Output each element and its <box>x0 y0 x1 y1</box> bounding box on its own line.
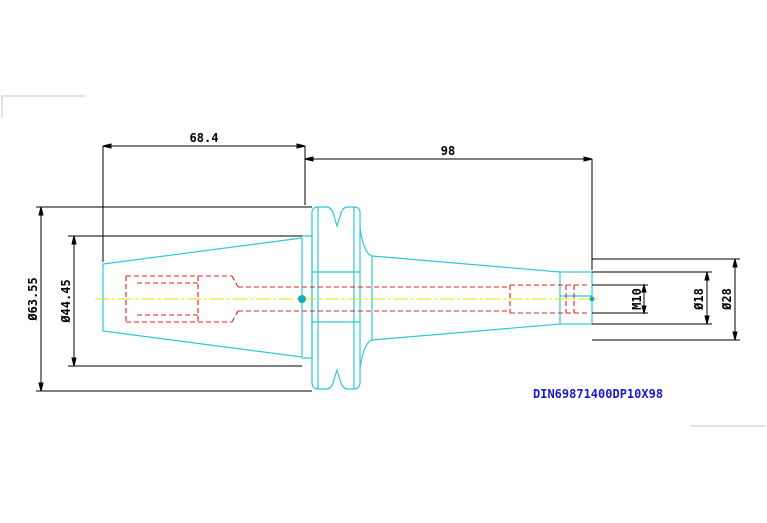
dim-taper-diameter: Ø44.45 <box>59 279 73 323</box>
dim-gauge-length: 68.4 <box>190 131 219 145</box>
dim-body-diameter: Ø28 <box>720 288 734 311</box>
page-frame <box>1 95 765 427</box>
dimensions <box>36 143 740 392</box>
dim-thread: M10 <box>630 288 644 310</box>
dim-nose-diameter: Ø18 <box>692 288 706 311</box>
gauge-point-marker <box>298 295 595 303</box>
taper-shank <box>102 237 303 358</box>
flange <box>311 206 361 390</box>
part-number-label: DIN69871400DP10X98 <box>533 387 663 401</box>
part-outline <box>102 206 593 390</box>
nose <box>559 271 593 325</box>
neck <box>359 227 561 369</box>
dim-flange-diameter: Ø63.55 <box>26 277 40 321</box>
internal-bore <box>125 275 590 323</box>
dim-projection-length: 98 <box>441 144 455 158</box>
